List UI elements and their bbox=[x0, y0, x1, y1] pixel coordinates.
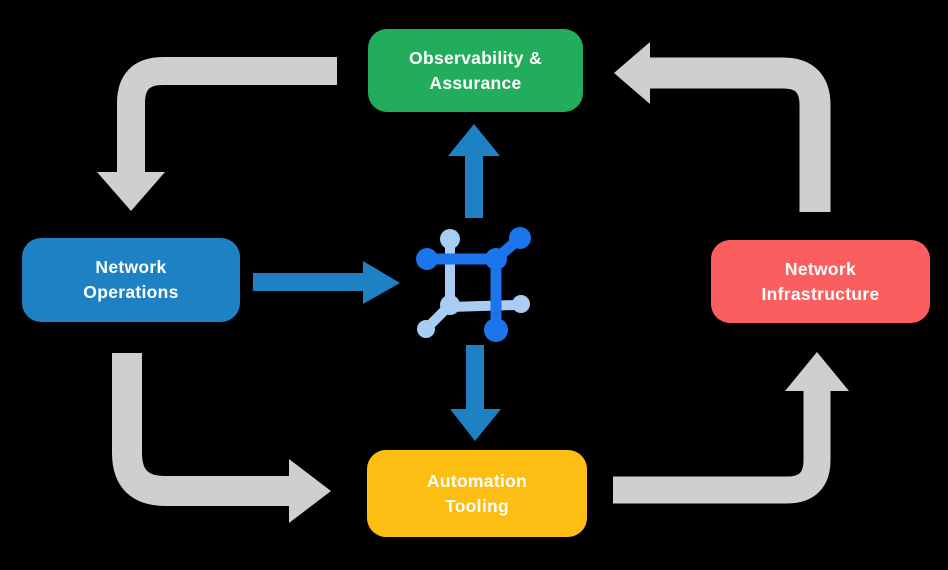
node-network-infrastructure: Network Infrastructure bbox=[711, 240, 930, 323]
node-label: Observability & Assurance bbox=[409, 47, 542, 93]
node-observability-assurance: Observability & Assurance bbox=[368, 29, 583, 112]
arrow-operations-to-center bbox=[253, 261, 400, 304]
arrow-automation-to-infrastructure bbox=[613, 352, 849, 504]
arrow-observability-to-operations bbox=[97, 57, 337, 211]
arrow-center-to-observability bbox=[448, 124, 500, 218]
node-label: Network Operations bbox=[83, 257, 179, 302]
arrow-operations-to-automation bbox=[112, 353, 331, 523]
icon-light-strokes bbox=[417, 229, 530, 338]
node-automation-tooling: Automation Tooling bbox=[367, 450, 587, 537]
node-label: Network Infrastructure bbox=[761, 258, 880, 304]
node-network-operations: Network Operations bbox=[22, 238, 240, 322]
node-label: Automation Tooling bbox=[426, 470, 528, 516]
arrow-center-to-automation bbox=[450, 345, 501, 441]
arrow-infrastructure-to-observability bbox=[614, 42, 831, 212]
network-automation-icon bbox=[416, 227, 531, 342]
icon-dark-strokes bbox=[416, 227, 531, 342]
